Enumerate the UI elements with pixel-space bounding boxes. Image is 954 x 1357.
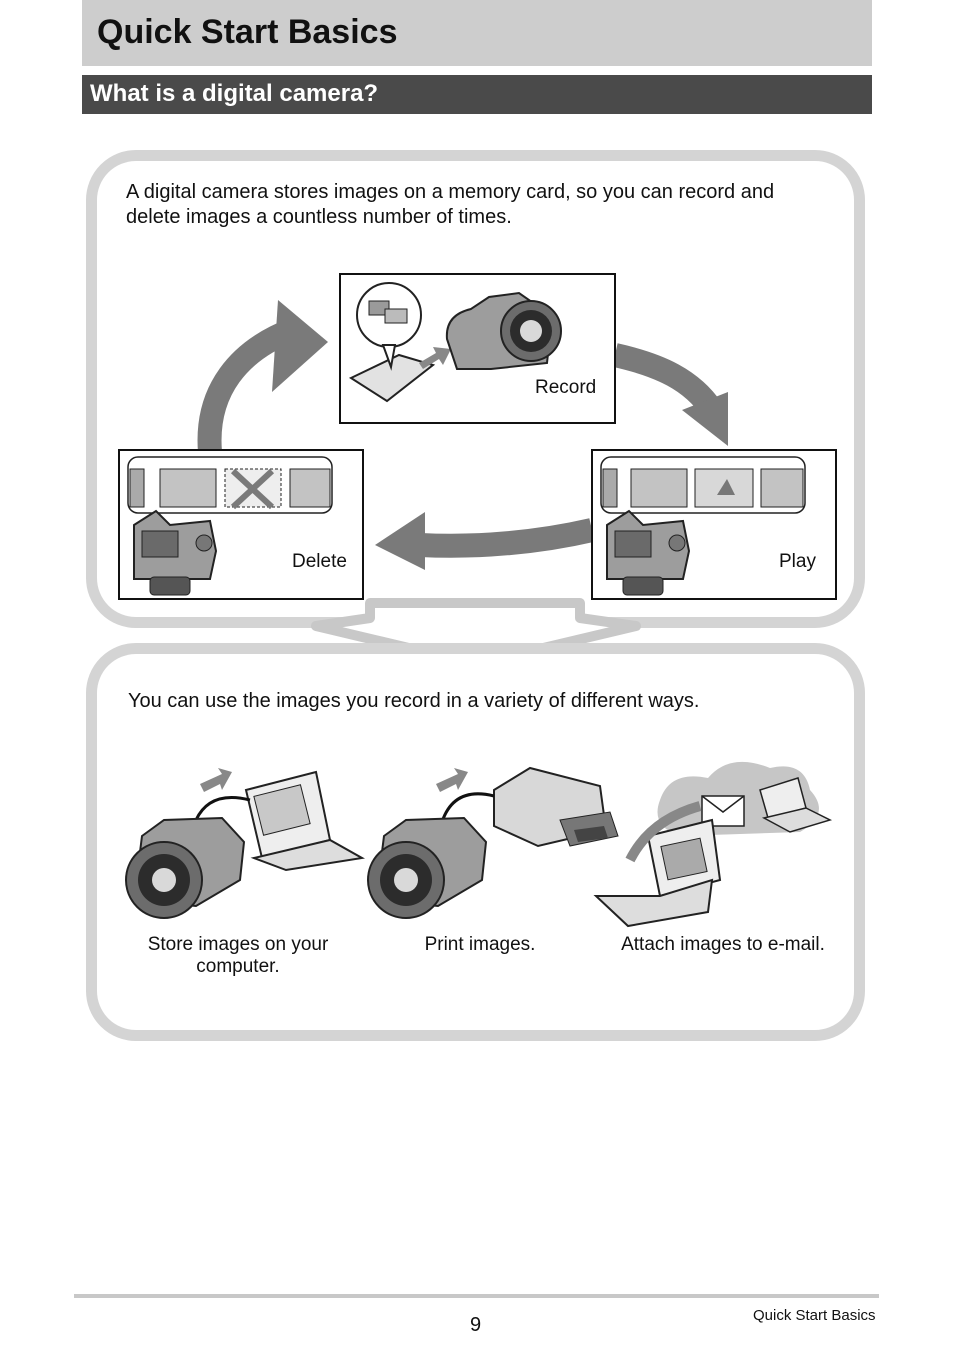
arrow-head-record [272, 300, 328, 392]
play-illustration [600, 456, 806, 596]
memory-card-icon [348, 353, 436, 403]
arrow-head-play [682, 392, 728, 446]
arrow-play-to-delete [419, 518, 595, 558]
page-number: 9 [470, 1314, 482, 1336]
computer-illustration [125, 768, 365, 919]
email-illustration [593, 761, 833, 928]
arrow-head-delete [375, 512, 425, 570]
delete-label: Delete [292, 551, 347, 572]
record-illustration [348, 282, 562, 403]
section-header: What is a digital camera? [82, 75, 872, 114]
record-stage: Record [339, 273, 616, 424]
footer-section-name: Quick Start Basics [753, 1307, 876, 1324]
cable [440, 792, 495, 823]
delete-stage: Delete [118, 449, 364, 600]
intro-text: A digital camera stores images on a memo… [126, 181, 775, 228]
caption-print: Print images. [424, 934, 536, 955]
chapter-header: Quick Start Basics [82, 0, 872, 66]
caption-email: Attach images to e-mail. [621, 934, 825, 955]
arrow-delete-to-record [197, 318, 297, 453]
record-label: Record [535, 377, 597, 398]
play-label: Play [779, 551, 816, 572]
section-title: What is a digital camera? [90, 80, 379, 107]
arrow-into-card [419, 347, 451, 369]
cable [194, 796, 251, 821]
printer-illustration [367, 766, 619, 919]
uses-intro-text: You can use the images you record in a v… [128, 690, 700, 712]
footer-divider [74, 1294, 879, 1298]
delete-illustration [127, 456, 333, 596]
chapter-title: Quick Start Basics [97, 13, 398, 51]
play-stage: Play [591, 449, 837, 600]
caption-computer: Store images on your computer. [147, 934, 329, 977]
